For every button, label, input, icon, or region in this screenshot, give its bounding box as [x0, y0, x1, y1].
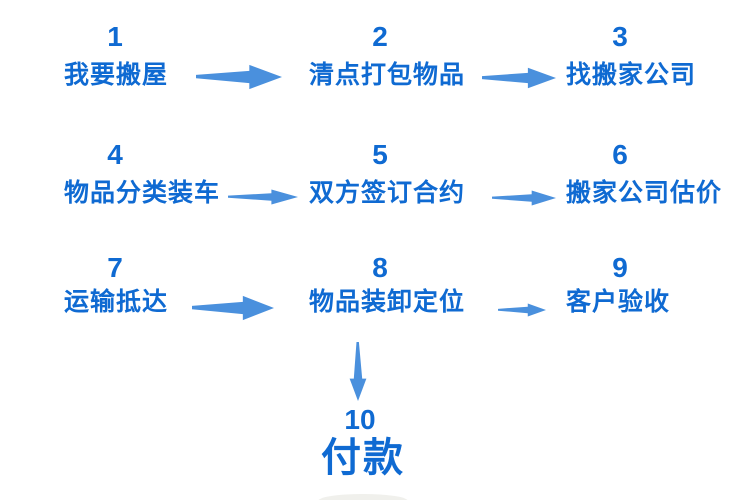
step-label: 我要搬屋	[64, 61, 169, 89]
arrow-right-icon	[482, 67, 556, 89]
step-number: 4	[107, 139, 123, 170]
step-number: 2	[372, 21, 388, 52]
arrow-right-icon	[192, 295, 274, 321]
step-number: 7	[107, 252, 123, 283]
arrow-right-icon	[492, 190, 556, 206]
arrow-right-icon	[498, 303, 546, 317]
step-label: 找搬家公司	[566, 61, 697, 89]
step-label: 清点打包物品	[309, 61, 466, 89]
arrow-down-icon	[349, 342, 367, 401]
step-label: 双方签订合约	[309, 179, 466, 207]
step-label: 运输抵达	[64, 288, 169, 316]
step-number: 1	[107, 21, 123, 52]
step-number: 8	[372, 252, 388, 283]
step-number: 10	[344, 404, 376, 435]
step-label: 付款	[321, 436, 405, 480]
step-label: 物品分类装车	[64, 179, 221, 207]
step-number: 6	[612, 139, 628, 170]
cropped-bottom-artifact	[318, 494, 408, 500]
step-label: 客户验收	[566, 288, 671, 316]
step-number: 5	[372, 139, 388, 170]
step-number: 3	[612, 21, 628, 52]
arrow-right-icon	[196, 64, 282, 90]
step-label: 物品装卸定位	[309, 288, 466, 316]
arrow-right-icon	[228, 189, 298, 205]
step-label: 搬家公司估价	[566, 179, 723, 207]
step-number: 9	[612, 252, 628, 283]
